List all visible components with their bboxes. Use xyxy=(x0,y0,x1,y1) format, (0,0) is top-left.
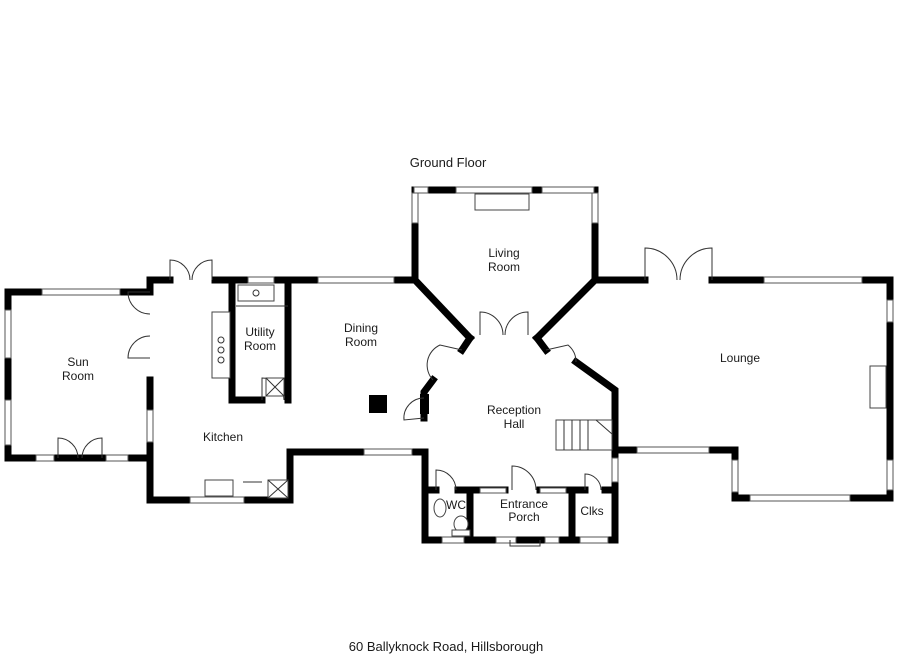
utility-room-label-line1: Utility xyxy=(245,325,274,339)
kitchen-label-line1: Kitchen xyxy=(203,430,243,444)
sun-room-label-line1: Sun xyxy=(67,355,88,369)
kitchen-label: Kitchen xyxy=(203,430,243,444)
sun-room-label-line2: Room xyxy=(62,369,94,383)
living-room-label-line2: Room xyxy=(488,260,520,274)
lounge-label: Lounge xyxy=(720,351,760,365)
cloaks-label-line1: Clks xyxy=(580,504,603,518)
fixtures xyxy=(204,193,887,537)
windows xyxy=(4,186,894,544)
lounge-label-line1: Lounge xyxy=(720,351,760,365)
floor-title: Ground Floor xyxy=(410,155,487,170)
reception-hall-label-line1: Reception xyxy=(487,403,541,417)
wc-label-line1: WC xyxy=(446,498,466,512)
dining-room-label-line1: Dining xyxy=(344,321,378,335)
reception-hall-label-line2: Hall xyxy=(504,417,525,431)
doors xyxy=(57,247,713,547)
entrance-porch-label-line1: Entrance xyxy=(500,497,548,511)
living-room-label-line1: Living xyxy=(488,246,519,260)
address-caption: 60 Ballyknock Road, Hillsborough xyxy=(349,639,543,654)
dining-room-label-line2: Room xyxy=(345,335,377,349)
cloaks-label: Clks xyxy=(580,504,603,518)
wc-label: WC xyxy=(446,498,466,512)
entrance-porch-label-line2: Porch xyxy=(508,510,539,524)
utility-room-label-line2: Room xyxy=(244,339,276,353)
walls xyxy=(4,186,894,544)
